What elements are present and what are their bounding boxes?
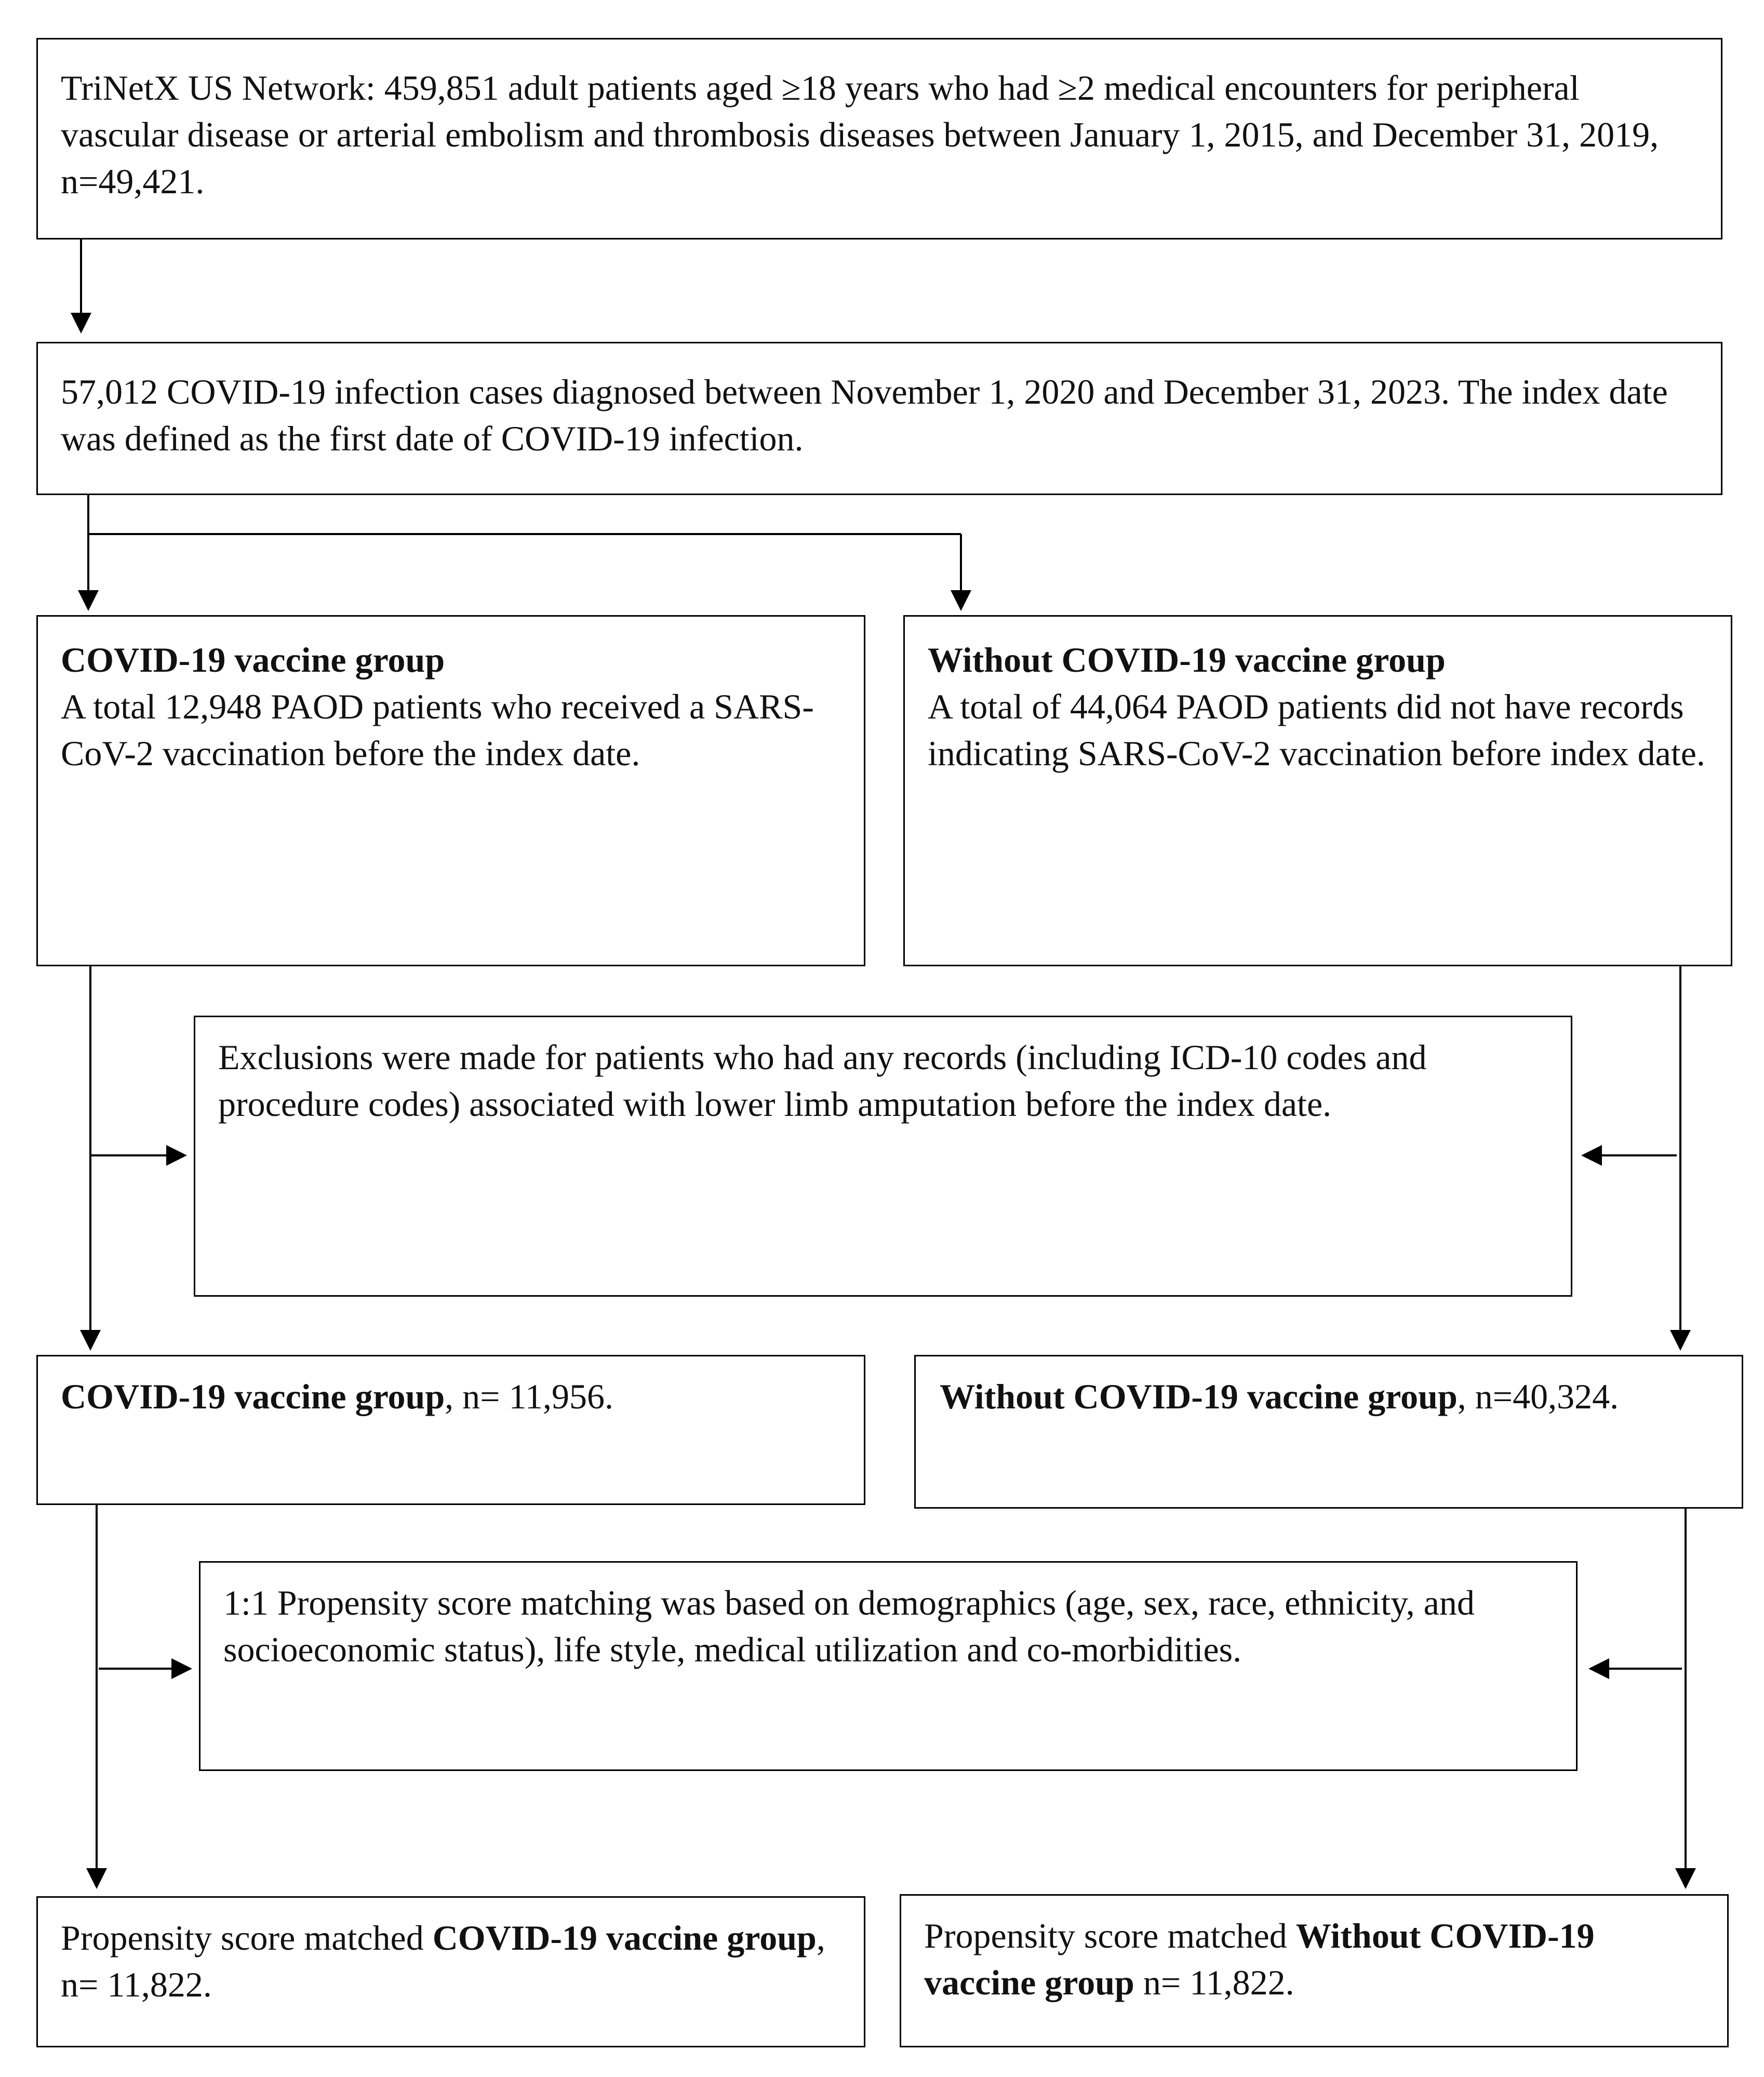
vaccine-after-exclusion-count: , n= 11,956. bbox=[445, 1377, 613, 1416]
vaccine-group-box: COVID-19 vaccine group A total 12,948 PA… bbox=[36, 615, 865, 966]
vaccine-after-exclusion-box: COVID-19 vaccine group, n= 11,956. bbox=[36, 1355, 865, 1505]
matching-text: 1:1 Propensity score matching was based … bbox=[223, 1583, 1475, 1669]
no-vaccine-matched-prefix: Propensity score matched bbox=[924, 1916, 1296, 1955]
vaccine-matched-count: , n= 11,822. bbox=[61, 1918, 825, 2004]
vaccine-matched-box: Propensity score matched COVID-19 vaccin… bbox=[36, 1896, 865, 2047]
no-vaccine-matched-count: n= 11,822. bbox=[1134, 1963, 1294, 2002]
vaccine-group-title: COVID-19 vaccine group bbox=[61, 640, 445, 680]
source-population-box: TriNetX US Network: 459,851 adult patien… bbox=[36, 38, 1722, 239]
vaccine-after-exclusion-title: COVID-19 vaccine group bbox=[61, 1377, 445, 1416]
covid-cases-box: 57,012 COVID-19 infection cases diagnose… bbox=[36, 342, 1722, 495]
covid-cases-text: 57,012 COVID-19 infection cases diagnose… bbox=[61, 372, 1668, 458]
source-population-text: TriNetX US Network: 459,851 adult patien… bbox=[61, 68, 1659, 201]
exclusions-text: Exclusions were made for patients who ha… bbox=[218, 1037, 1427, 1124]
vaccine-matched-prefix: Propensity score matched bbox=[61, 1918, 433, 1958]
no-vaccine-after-exclusion-count: , n=40,324. bbox=[1457, 1377, 1619, 1416]
vaccine-matched-title: COVID-19 vaccine group bbox=[432, 1918, 817, 1958]
no-vaccine-matched-box: Propensity score matched Without COVID-1… bbox=[900, 1894, 1729, 2047]
no-vaccine-group-text: A total of 44,064 PAOD patients did not … bbox=[928, 687, 1705, 773]
vaccine-group-text: A total 12,948 PAOD patients who receive… bbox=[61, 687, 814, 773]
no-vaccine-after-exclusion-box: Without COVID-19 vaccine group, n=40,324… bbox=[914, 1355, 1743, 1509]
no-vaccine-after-exclusion-title: Without COVID-19 vaccine group bbox=[940, 1377, 1458, 1416]
no-vaccine-group-title: Without COVID-19 vaccine group bbox=[928, 640, 1446, 680]
matching-box: 1:1 Propensity score matching was based … bbox=[199, 1561, 1578, 1771]
no-vaccine-group-box: Without COVID-19 vaccine group A total o… bbox=[903, 615, 1732, 966]
exclusions-box: Exclusions were made for patients who ha… bbox=[194, 1016, 1572, 1297]
no-vaccine-matched-title: Without COVID-19 vaccine group bbox=[924, 1916, 1595, 2002]
